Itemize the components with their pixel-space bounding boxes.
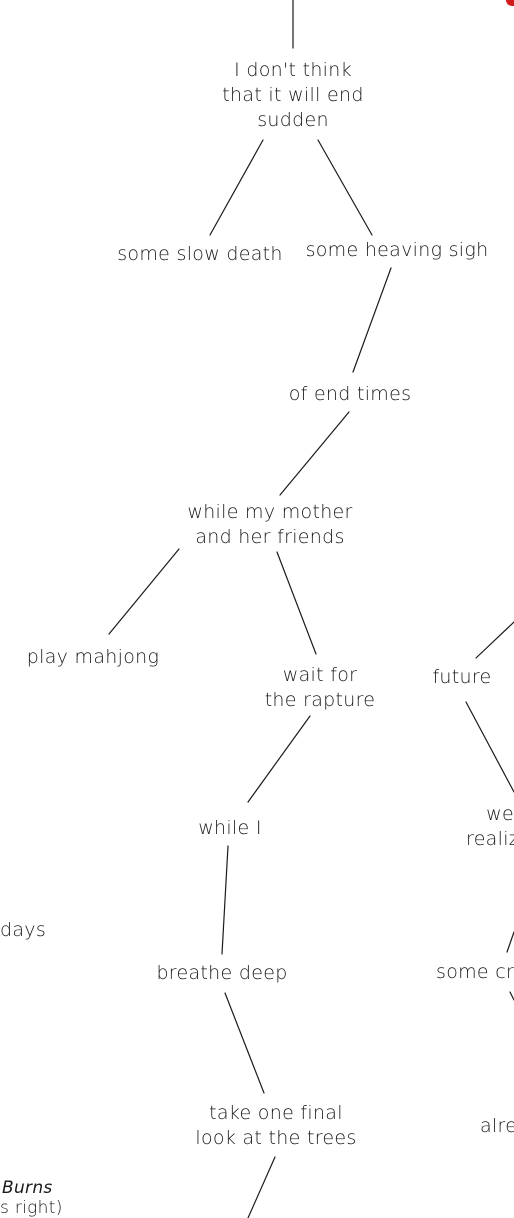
node-rapture-line-1: wait for [282,664,358,686]
node-mother: while my mother and her friends [187,500,352,550]
connector-future-we [465,701,514,793]
node-we-realize-line-1: we [486,803,514,825]
connector-mother-mahjong [108,548,180,635]
node-mahjong: play mahjong [26,646,160,668]
connector-dont-sigh [317,139,373,236]
connector-mother-rapture [276,551,317,655]
red-corner-mark [506,0,514,6]
node-we-realize-line-2: realiz [466,828,514,850]
node-rapture: wait for the rapture [265,663,376,713]
node-future: future [432,666,492,688]
node-final-look-line-1: take one final [209,1102,343,1124]
node-alre: alre [480,1115,514,1137]
node-dont-think-line-2: that it will end [222,84,364,106]
connector-dont-slow [209,139,264,236]
node-burns-line-2: s right) [0,1198,63,1218]
node-burns-line-1: Burns [2,1178,53,1198]
connector-rapture-whilei [247,715,311,803]
connector-end-mother [279,411,350,496]
node-dont-think-line-3: sudden [257,109,329,131]
connector-whilei-breathe [221,845,229,955]
node-dont-think-line-1: I don't think [234,59,352,81]
node-burns: Burns s right) [0,1178,63,1218]
connector-sigh-end [352,267,392,373]
node-we-realize: we realiz [466,802,514,852]
node-mother-line-1: while my mother [187,501,353,523]
node-final-look-line-2: look at the trees [195,1127,357,1149]
node-final-look: take one final look at the trees [195,1101,356,1151]
connector-crac-down [509,991,514,1001]
connector-future-up [475,621,514,659]
node-days: days [0,919,47,941]
node-end-times: of end times [288,383,412,405]
connector-final-bottom [247,1156,276,1218]
node-while-i: while I [198,817,262,839]
node-heaving-sigh: some heaving sigh [305,239,489,261]
node-some-crac: some crac [436,961,514,983]
node-rapture-line-2: the rapture [264,689,376,711]
connector-crac-up [506,931,514,953]
node-mother-line-2: and her friends [195,526,345,548]
node-dont-think: I don't think that it will end sudden [222,58,363,133]
node-slow-death: some slow death [117,243,283,265]
node-breathe-deep: breathe deep [156,962,288,984]
connector-breathe-final [224,992,265,1094]
